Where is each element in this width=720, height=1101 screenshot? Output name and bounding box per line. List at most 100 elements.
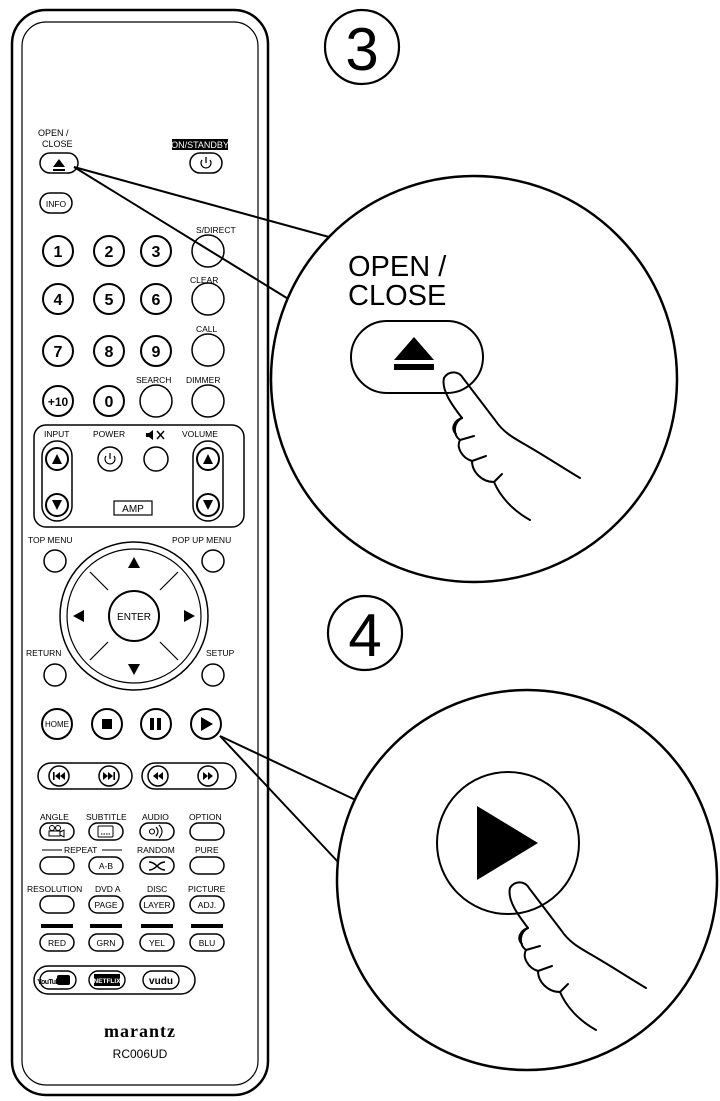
red-button[interactable] xyxy=(39,933,75,952)
ab-repeat-button[interactable] xyxy=(88,856,124,875)
amp-power-label: POWER xyxy=(93,429,125,439)
mute-button[interactable] xyxy=(143,446,169,472)
amp-power-icon xyxy=(104,453,116,465)
subtitle-label: SUBTITLE xyxy=(86,812,127,822)
pure-label: PURE xyxy=(195,845,219,855)
digit-8-button[interactable] xyxy=(93,335,125,367)
subtitle-icon xyxy=(97,825,114,838)
green-label: GRN xyxy=(97,938,116,948)
digit-0-label: 0 xyxy=(105,394,114,411)
clear-button[interactable] xyxy=(191,282,225,316)
digit-4-label: 4 xyxy=(54,292,63,309)
fast-forward-icon xyxy=(203,772,213,780)
zoom-open-close-line1: OPEN / xyxy=(348,251,447,283)
pause-icon xyxy=(150,718,161,730)
skip-next-icon xyxy=(103,772,115,780)
step-3-badge xyxy=(323,8,401,86)
youtube-label: YouTube xyxy=(37,979,63,986)
nav-up-icon[interactable] xyxy=(128,557,140,568)
digit-5-label: 5 xyxy=(105,292,114,309)
adj-button[interactable] xyxy=(189,895,225,914)
digit-8-label: 8 xyxy=(105,344,114,361)
step-3-number: 3 xyxy=(345,16,378,83)
page-button[interactable] xyxy=(88,895,124,914)
step-4-badge xyxy=(326,594,404,672)
triangle-up-icon xyxy=(203,454,213,464)
mute-icon xyxy=(146,430,165,440)
plus-ten-button[interactable] xyxy=(42,385,74,417)
power-icon xyxy=(200,157,212,169)
digit-5-button[interactable] xyxy=(93,283,125,315)
disc-label: DISC xyxy=(147,884,167,894)
setup-button[interactable] xyxy=(201,663,225,687)
page-label: PAGE xyxy=(95,900,118,910)
resolution-button[interactable] xyxy=(39,895,75,914)
option-button[interactable] xyxy=(189,822,225,841)
resolution-label: RESOLUTION xyxy=(27,884,82,894)
info-button[interactable] xyxy=(39,192,73,214)
top-menu-label: TOP MENU xyxy=(28,535,73,545)
pause-button[interactable] xyxy=(140,708,172,740)
layer-button[interactable] xyxy=(139,895,175,914)
direct-button[interactable] xyxy=(191,234,225,268)
digit-7-button[interactable] xyxy=(42,335,74,367)
dvd-a-label: DVD A xyxy=(95,884,121,894)
digit-9-label: 9 xyxy=(152,344,161,361)
call-button[interactable] xyxy=(191,333,225,367)
picture-label: PICTURE xyxy=(188,884,226,894)
audio-icon xyxy=(148,824,163,839)
yellow-button[interactable] xyxy=(139,933,175,952)
setup-label: SETUP xyxy=(206,648,235,658)
blue-label: BLU xyxy=(199,938,216,948)
random-label: RANDOM xyxy=(137,845,175,855)
callout-lines-bottom xyxy=(219,735,363,864)
model-label: RC006UD xyxy=(113,1047,168,1061)
pop-up-menu-label: POP UP MENU xyxy=(172,535,231,545)
color-bar xyxy=(41,924,73,928)
green-button[interactable] xyxy=(88,933,124,952)
digit-1-button[interactable] xyxy=(42,235,74,267)
digit-6-button[interactable] xyxy=(140,283,172,315)
brand-logo: marantz xyxy=(104,1021,176,1041)
stop-icon xyxy=(102,719,112,729)
amp-label: AMP xyxy=(122,504,144,515)
option-label: OPTION xyxy=(189,812,222,822)
repeat-button[interactable] xyxy=(39,856,75,875)
zoom-play-icon xyxy=(477,806,538,880)
search-button[interactable] xyxy=(139,384,173,418)
top-menu-button[interactable] xyxy=(43,549,67,573)
youtube-logo: YouTube xyxy=(37,975,70,986)
adj-label: ADJ. xyxy=(198,900,216,910)
volume-label: VOLUME xyxy=(182,429,218,439)
nav-down-icon[interactable] xyxy=(128,664,140,675)
digit-2-button[interactable] xyxy=(93,235,125,267)
dimmer-button[interactable] xyxy=(191,384,225,418)
pop-up-menu-button[interactable] xyxy=(201,549,225,573)
digit-9-button[interactable] xyxy=(140,335,172,367)
call-label: CALL xyxy=(196,324,218,334)
triangle-down-icon xyxy=(52,500,62,510)
camera-icon xyxy=(48,825,65,838)
return-button[interactable] xyxy=(43,663,67,687)
pure-button[interactable] xyxy=(189,856,225,875)
input-label: INPUT xyxy=(44,429,70,439)
netflix-logo xyxy=(94,974,120,986)
nav-right-icon[interactable] xyxy=(184,610,195,622)
enter-button[interactable] xyxy=(108,590,160,642)
vudu-button[interactable] xyxy=(142,970,180,990)
ab-label: A-B xyxy=(99,861,114,871)
digit-3-button[interactable] xyxy=(140,235,172,267)
digit-6-label: 6 xyxy=(152,292,161,309)
digit-2-label: 2 xyxy=(105,244,114,261)
color-bar xyxy=(90,924,122,928)
digit-0-button[interactable] xyxy=(93,385,125,417)
number-pad: 1 2 3 4 5 6 7 8 9 +10 0 xyxy=(42,235,172,417)
blue-button[interactable] xyxy=(189,933,225,952)
nav-left-icon[interactable] xyxy=(73,610,84,622)
home-button[interactable] xyxy=(41,708,73,740)
zoom-eject-icon xyxy=(394,337,434,370)
digit-4-button[interactable] xyxy=(42,283,74,315)
audio-button[interactable] xyxy=(139,822,175,841)
repeat-label: REPEAT xyxy=(64,845,97,855)
